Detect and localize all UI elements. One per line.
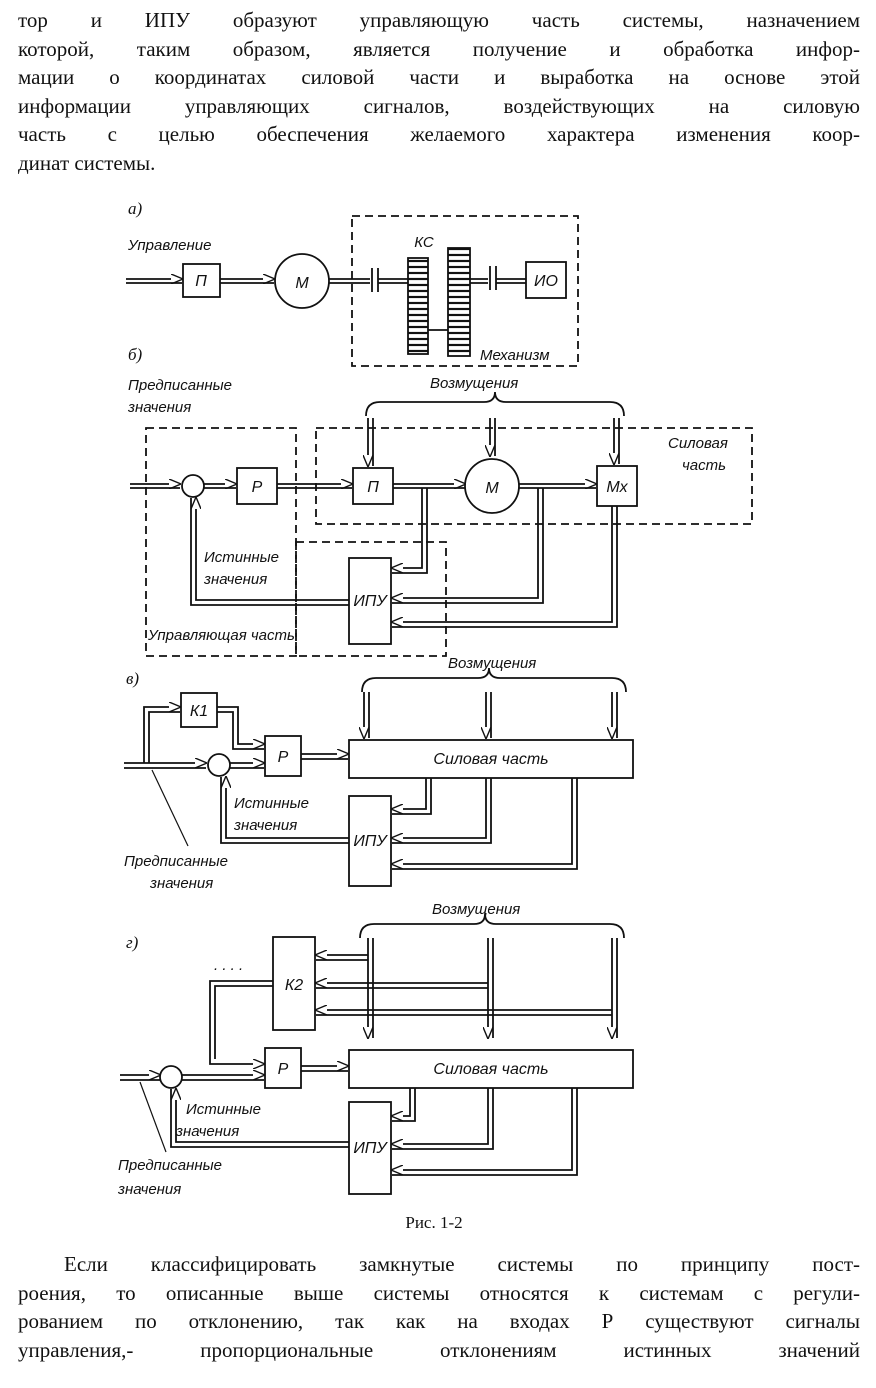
label-power-line1: Силовая [668, 435, 728, 452]
power-part-group [315, 427, 753, 525]
label-block-p: П [367, 479, 379, 496]
label-disturbances: Возмущения [432, 901, 520, 918]
label-true-line2: значения [203, 571, 267, 588]
label-block-r: Р [278, 1061, 289, 1078]
block-k1 [180, 692, 218, 728]
block-r [236, 467, 278, 505]
labels-v: в) Возмущения К1 Р Силовая часть Истинны… [124, 655, 549, 892]
block-r [264, 735, 302, 777]
block-p [182, 263, 221, 298]
block-io [525, 261, 567, 299]
sublabel-b: б) [128, 345, 143, 364]
text-line: информации управляющих сигналов, воздейс… [18, 93, 860, 118]
label-prescribed-line1: Предписанные [118, 1157, 222, 1174]
text-line: мации о координатах силовой части и выра… [18, 65, 860, 89]
label-true-line2: значения [233, 817, 297, 834]
sublabel-v: в) [126, 669, 139, 688]
label-disturbances: Возмущения [448, 655, 536, 672]
label-block-io: ИО [534, 273, 558, 290]
label-prescribed-line2: значения [117, 1181, 181, 1198]
text-line: которой, таким образом, является получен… [18, 36, 860, 61]
labels-b: б) Предписанные значения Возмущения Сило… [127, 345, 728, 644]
block-power-part [348, 1049, 634, 1089]
label-block-ipu: ИПУ [353, 593, 388, 610]
label-power-line2: часть [682, 457, 726, 474]
label-prescribed-line2: значения [127, 399, 191, 416]
gear-large [447, 247, 471, 357]
block-m [464, 458, 520, 514]
label-block-ks: КС [414, 234, 434, 251]
sublabel-a: а) [128, 199, 143, 218]
text-line: управления,- пропорциональные отклонения… [18, 1337, 860, 1362]
label-block-power-part: Силовая часть [433, 751, 548, 768]
label-block-p: П [195, 273, 207, 290]
text-line: динат системы. [18, 150, 156, 175]
label-disturbances: Возмущения [430, 375, 518, 392]
label-block-r: Р [278, 749, 289, 766]
mechanism-group [351, 215, 579, 367]
control-part-group [145, 427, 297, 657]
text-line: рованием по отклонению, так как на входа… [18, 1309, 860, 1333]
label-true-line1: Истинные [186, 1101, 261, 1118]
label-block-mx: Мх [606, 479, 628, 496]
block-m [274, 253, 330, 309]
summing-junction [159, 1065, 183, 1089]
label-true-line2: значения [175, 1123, 239, 1140]
label-control-input: Управление [127, 237, 211, 254]
paragraph-top: тор и ИПУ образуют управляющую часть сис… [18, 6, 860, 177]
diagram-v [124, 667, 634, 887]
label-block-ipu: ИПУ [353, 1140, 388, 1157]
gear-small [407, 257, 429, 355]
diagram-b [130, 391, 753, 657]
block-p [352, 467, 394, 505]
label-prescribed-line1: Предписанные [124, 853, 228, 870]
label-true-line1: Истинные [234, 795, 309, 812]
label-block-ipu: ИПУ [353, 833, 388, 850]
labels-a: а) Управление П М КС ИО Механизм [127, 199, 558, 364]
block-r [264, 1047, 302, 1089]
text-line: Если классифицировать замкнутые системы … [64, 1252, 860, 1276]
label-block-k1: К1 [190, 703, 208, 720]
diagram-g [120, 913, 634, 1195]
diagram-a [126, 215, 579, 367]
label-control-part: Управляющая часть [147, 627, 295, 644]
paragraph-bottom: Если классифицировать замкнутые системы … [18, 1250, 860, 1364]
labels-g: г) Возмущения . . . . К2 Р Силовая часть… [117, 901, 549, 1198]
sublabel-g: г) [126, 933, 139, 952]
summing-junction [207, 753, 231, 777]
text-line: тор и ИПУ образуют управляющую часть сис… [18, 8, 860, 32]
label-block-k2: К2 [285, 977, 303, 994]
label-prescribed-line2: значения [149, 875, 213, 892]
label-block-r: Р [252, 479, 263, 496]
text-line: часть с целью обеспечения желаемого хара… [18, 122, 860, 146]
label-block-m: М [295, 275, 309, 292]
label-mechanism: Механизм [480, 347, 550, 364]
summing-junction [181, 474, 205, 498]
text-line: роения, то описанные выше системы относя… [18, 1280, 860, 1305]
label-true-line1: Истинные [204, 549, 279, 566]
label-dots: . . . . [214, 957, 243, 974]
label-prescribed-line1: Предписанные [128, 377, 232, 394]
figure-caption: Рис. 1-2 [405, 1213, 462, 1232]
label-block-power-part: Силовая часть [433, 1061, 548, 1078]
label-block-m: М [485, 480, 499, 497]
